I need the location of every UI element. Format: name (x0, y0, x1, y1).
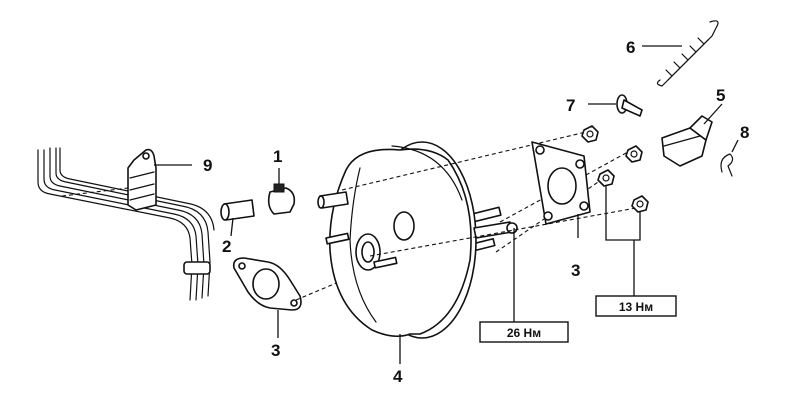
nut-lower (631, 195, 649, 213)
part-8-clip: 8 (720, 123, 749, 177)
part-5-clevis: 5 (661, 86, 725, 167)
part-4-vacuum-booster: 4 (317, 141, 518, 386)
part-3-plate-right: 3 (531, 141, 591, 280)
part-2-hose: 2 (220, 199, 255, 256)
nut-upper-left (581, 125, 599, 143)
callout-1: 1 (273, 147, 282, 166)
part-3-gasket-left: 3 (232, 257, 373, 360)
torque-rod-value: 26 Нм (507, 326, 541, 340)
brake-pipes (37, 147, 215, 301)
part-7-pin: 7 (566, 94, 643, 117)
part-9-bracket: 9 (127, 148, 212, 211)
part-1-clamp: 1 (267, 147, 296, 215)
part-6-spring: 6 (626, 20, 719, 87)
callout-3-left: 3 (271, 341, 280, 360)
callout-6: 6 (626, 38, 635, 57)
callout-7: 7 (566, 96, 575, 115)
callout-4: 4 (393, 367, 403, 386)
nut-mid (597, 169, 615, 187)
callout-2: 2 (222, 237, 231, 256)
callout-5: 5 (716, 86, 725, 105)
torque-plate-value: 13 Нм (619, 300, 653, 314)
callout-8: 8 (740, 123, 749, 142)
torque-label-plate: 13 Нм (595, 186, 677, 317)
torque-label-rod: 26 Нм (479, 228, 569, 343)
callout-9: 9 (203, 156, 212, 175)
nut-upper-right (625, 145, 643, 163)
pipe-clip (183, 261, 211, 275)
callout-3-right: 3 (571, 261, 580, 280)
